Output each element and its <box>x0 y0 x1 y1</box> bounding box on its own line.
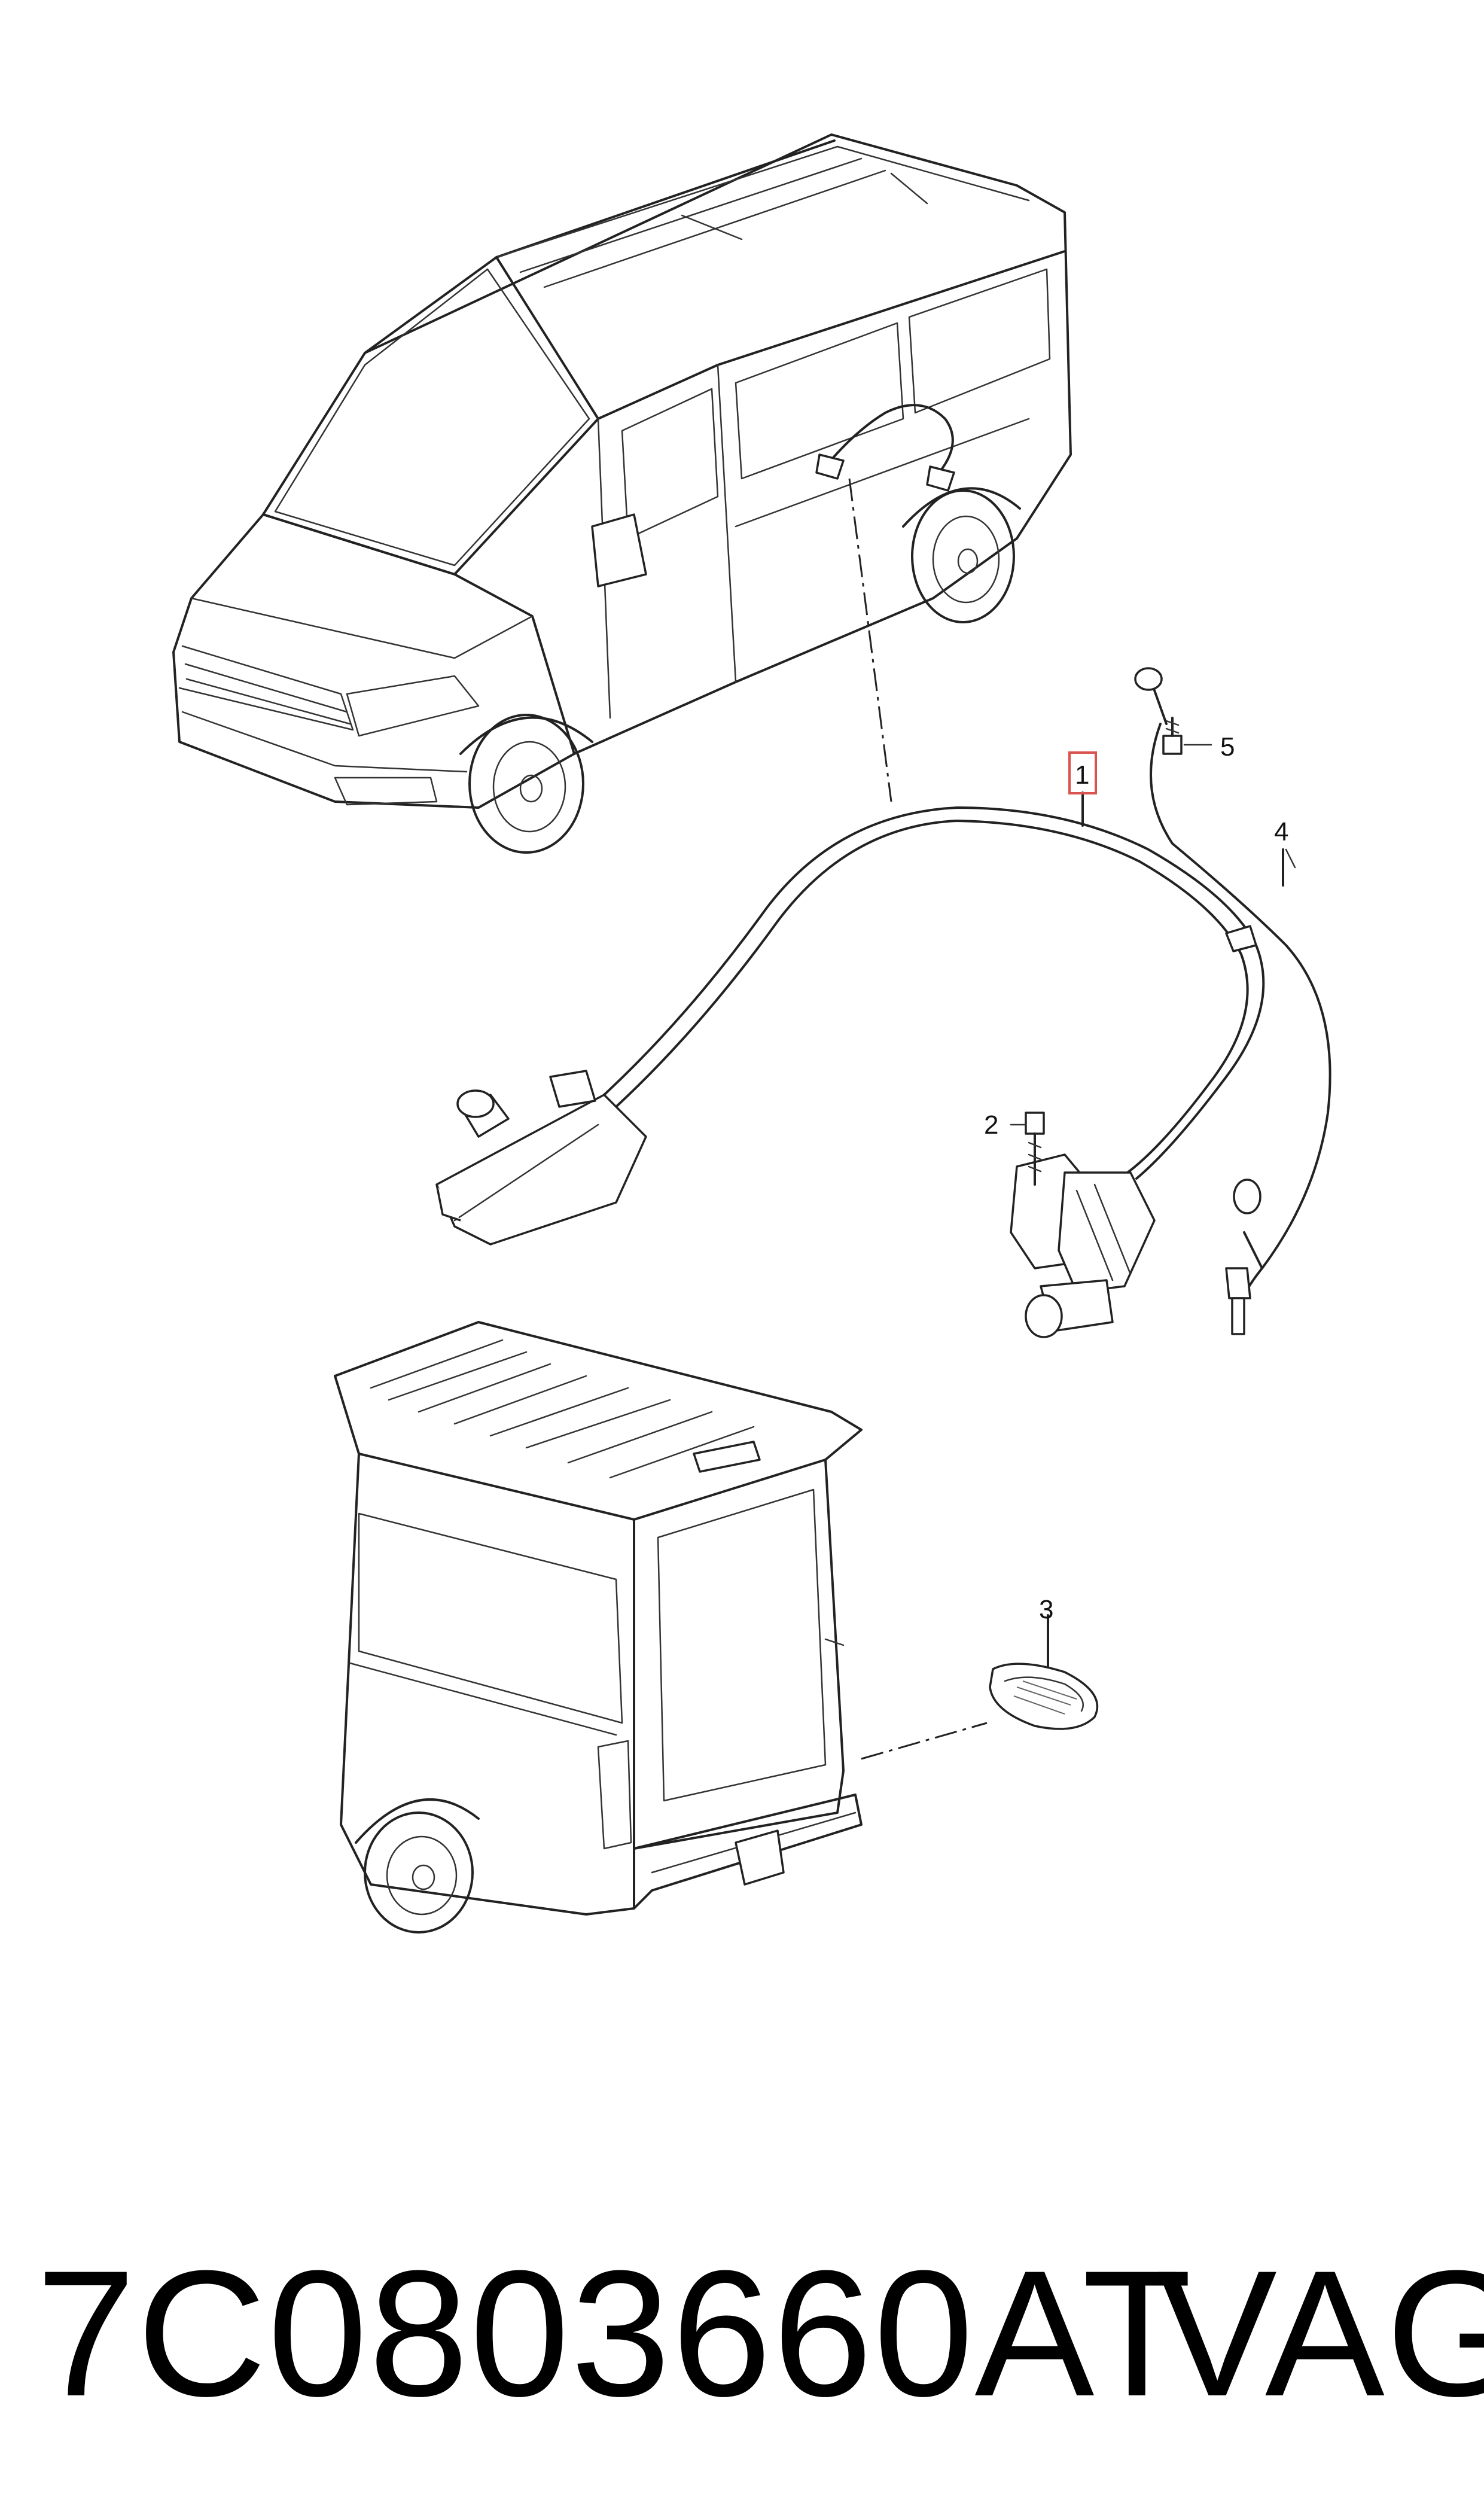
ground-cable-part-4 <box>1134 667 1331 1335</box>
callout-4: 4 <box>1274 817 1288 847</box>
rear-van-illustration <box>334 1321 863 1934</box>
callout-5: 5 <box>1220 732 1235 762</box>
front-leader-line <box>848 478 892 802</box>
rear-leader-line <box>861 1722 988 1760</box>
front-van-illustration <box>172 133 1072 854</box>
screw-part-5 <box>1162 717 1212 755</box>
callout-3: 3 <box>1039 1595 1053 1624</box>
footer: 7C0803660AT VAG <box>0 2213 1484 2453</box>
callout-1-highlight-box <box>1068 751 1097 794</box>
cover-part-3 <box>989 1614 1099 1730</box>
part-number: 7C0803660AT <box>36 2233 1193 2434</box>
brand-label: VAG <box>1157 2233 1484 2434</box>
bolt-part-2 <box>1010 1112 1045 1186</box>
cable-assembly <box>435 806 1265 1338</box>
parts-diagram: 1 2 3 4 5 <box>172 133 1331 1934</box>
callout-2: 2 <box>984 1110 998 1140</box>
callout-1: 1 <box>1075 760 1089 790</box>
